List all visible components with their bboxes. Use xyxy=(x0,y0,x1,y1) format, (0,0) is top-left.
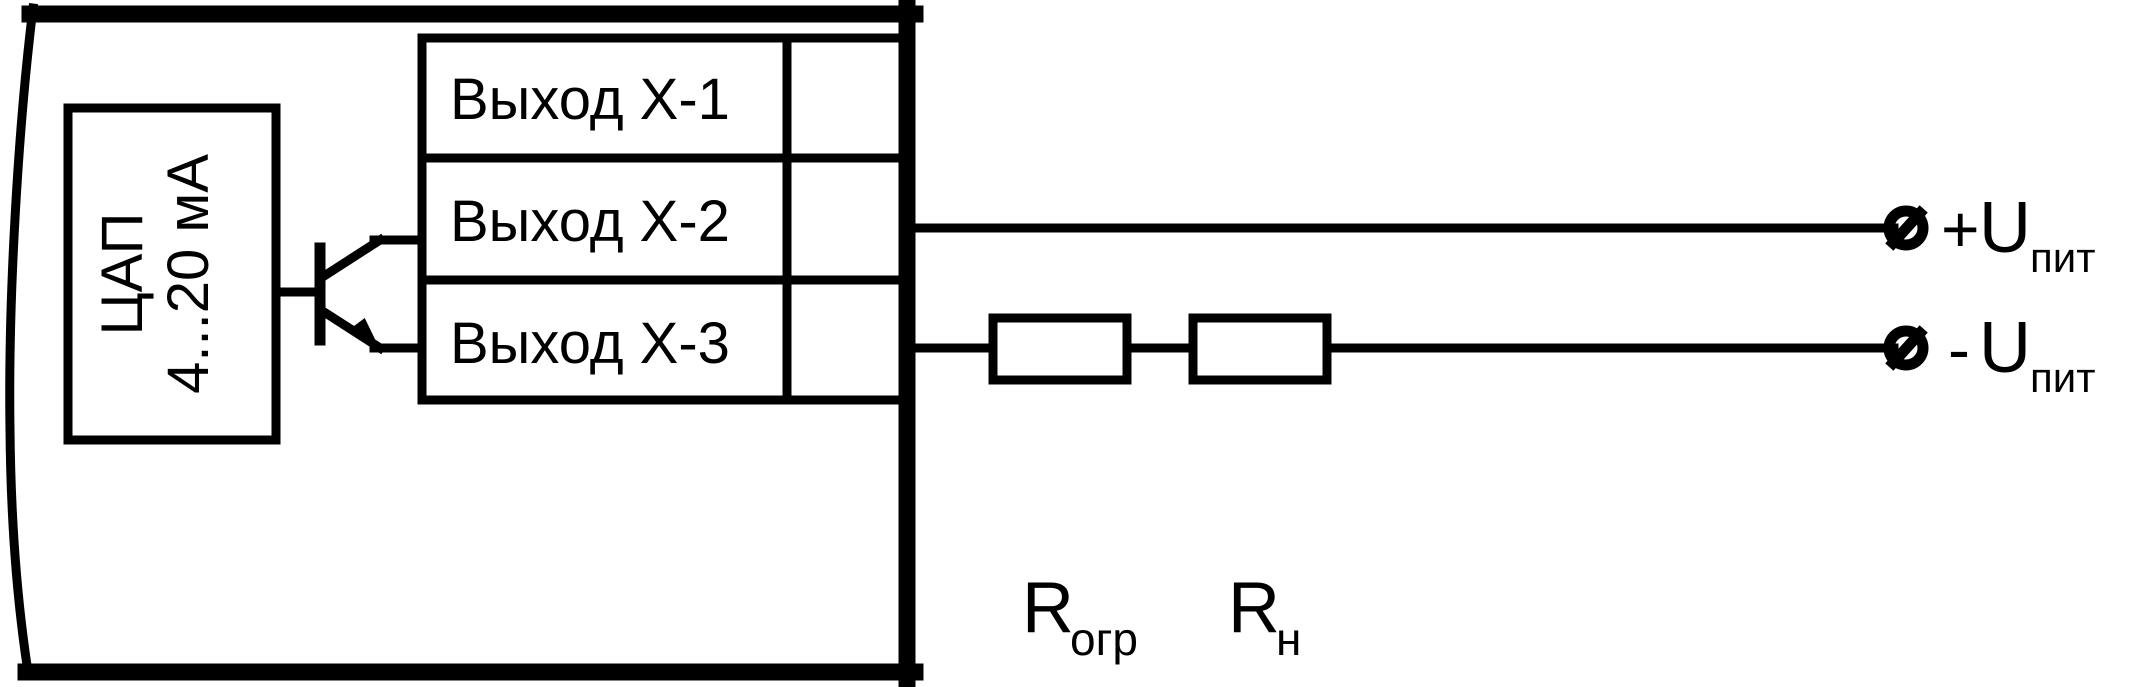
supply-positive-symbol: U xyxy=(1979,188,2031,268)
transistor-collector-lead xyxy=(314,233,387,285)
resistor-r-ogr-symbol: R xyxy=(1022,568,1074,648)
terminal-table: Выход X-1 Выход X-2 Выход X-3 xyxy=(417,33,914,405)
supply-negative-sign: - xyxy=(1948,312,1970,386)
resistor-labels: R огр R н xyxy=(1022,568,1301,665)
table-row-label-3: Выход X-3 xyxy=(450,311,730,376)
resistor-r-n-symbol: R xyxy=(1228,568,1280,648)
terminal-circle-positive xyxy=(1883,205,1929,251)
dac-label-line1: ЦАП xyxy=(90,213,155,336)
output-transistor xyxy=(271,233,427,355)
table-row-label-2: Выход X-2 xyxy=(450,189,730,254)
supply-positive-sign: + xyxy=(1941,192,1980,266)
resistor-label-r-n: R н xyxy=(1228,568,1301,665)
resistor-r-n-subscript: н xyxy=(1276,613,1301,665)
resistor-r-ogr-subscript: огр xyxy=(1070,613,1138,665)
terminal-slash-negative xyxy=(1885,325,1928,371)
dac-label-line2: 4...20 мА xyxy=(156,154,221,394)
supply-negative-symbol: U xyxy=(1979,308,2031,388)
table-row-label-1: Выход X-1 xyxy=(450,67,730,132)
transistor-emitter-arrow xyxy=(348,317,380,352)
terminal-circle-negative xyxy=(1883,325,1929,371)
supply-terminal-negative: - U пит xyxy=(1883,308,2095,401)
terminal-slash-positive xyxy=(1885,205,1928,251)
supply-terminal-positive: + U пит xyxy=(1883,188,2095,281)
enclosure-break-line xyxy=(5,2,39,678)
resistor-r-n-body xyxy=(1188,313,1332,385)
supply-positive-subscript: пит xyxy=(2030,234,2095,281)
dac-block: ЦАП 4...20 мА xyxy=(63,103,281,445)
supply-negative-subscript: пит xyxy=(2030,354,2095,401)
resistor-label-r-ogr: R огр xyxy=(1022,568,1138,665)
external-wiring xyxy=(904,223,1899,385)
resistor-r-ogr-body xyxy=(988,313,1132,385)
